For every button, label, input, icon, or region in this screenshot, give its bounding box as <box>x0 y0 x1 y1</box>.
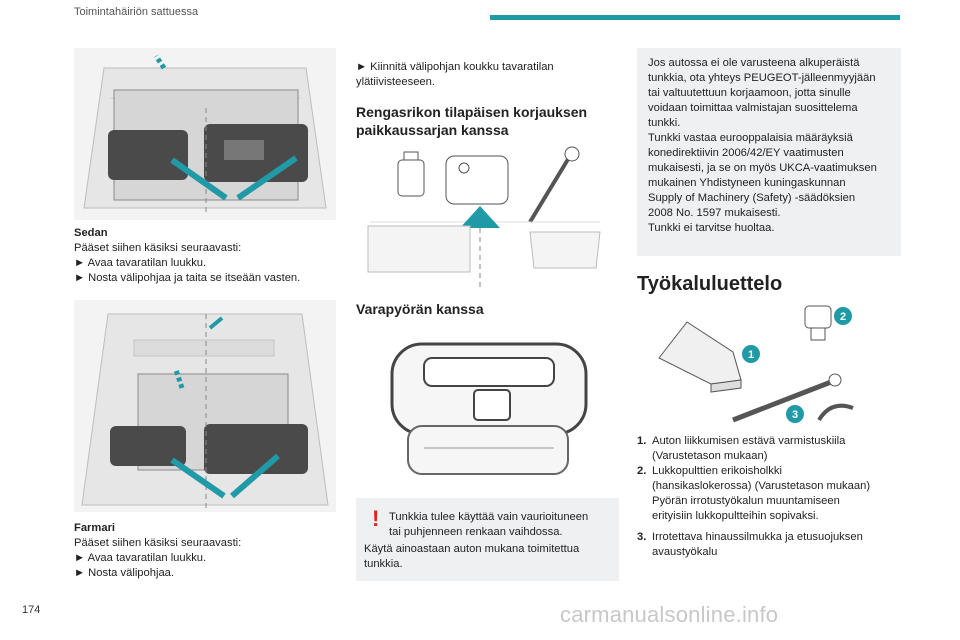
sedan-step-1: ► Avaa tavaratilan luukku. <box>74 257 207 269</box>
tool-text: (Varustetason mukaan) <box>652 450 768 462</box>
tool-text: Irrotettava hinaussilmukka ja etusuojuks… <box>652 531 863 543</box>
farmari-step-1: ► Avaa tavaratilan luukku. <box>74 552 207 564</box>
callout-2: 2 <box>840 311 846 323</box>
warning-line-3: Käytä ainoastaan auton mukana toimitettu… <box>364 543 580 555</box>
hook-step-line1: ► Kiinnitä välipohjan koukku tavaratilan <box>356 61 554 73</box>
tool-number: 2. <box>637 465 647 477</box>
page-number: 174 <box>22 604 41 616</box>
info-line: Tunkki vastaa eurooppalaisia määräyksiä <box>648 132 853 144</box>
farmari-title: Farmari <box>74 522 116 534</box>
tool-text: Auton liikkumisen estävä varmistuskiila <box>652 435 846 447</box>
info-line: Tunkki ei tarvitse huoltaa. <box>648 222 775 234</box>
info-line: 2008 No. 1597 mukaisesti. <box>648 207 781 219</box>
spare-wheel-heading: Varapyörän kanssa <box>356 301 484 317</box>
jack-info-box <box>637 48 901 256</box>
info-line: tunkki. <box>648 117 681 129</box>
repair-kit-heading-1: Rengasrikon tilapäisen korjauksen <box>356 104 588 120</box>
spare-wheel-illustration <box>390 342 588 475</box>
farmari-intro: Pääset siihen käsiksi seuraavasti: <box>74 537 242 549</box>
tools-heading: Työkaluluettelo <box>637 273 783 295</box>
warning-line-4: tunkkia. <box>364 558 403 570</box>
tool-item-1: 1. Auton liikkumisen estävä varmistuskii… <box>637 434 907 464</box>
callout-3: 3 <box>792 409 798 421</box>
info-line: mukainen Yhdistyneen kuningaskunnan <box>648 177 846 189</box>
tool-number: 3. <box>637 531 647 543</box>
info-line: voidaan toimittaa valmistajan suosittele… <box>648 102 858 114</box>
callout-1: 1 <box>748 349 754 361</box>
header-accent-bar <box>490 15 900 20</box>
tool-item-3: 3. Irrotettava hinaussilmukka ja etusuoj… <box>637 530 907 560</box>
info-line: Supply of Machinery (Safety) -säädöksien <box>648 192 856 204</box>
repair-kit-illustration <box>367 146 601 287</box>
tool-text: avaustyökalu <box>652 546 718 558</box>
repair-kit-heading-2: paikkaussarjan kanssa <box>356 122 509 138</box>
tool-text: erityisiin lukkopultteihin sopivaksi. <box>652 510 819 522</box>
tool-number: 1. <box>637 435 647 447</box>
warning-box <box>356 498 619 581</box>
section-title: Toimintahäiriön sattuessa <box>74 6 199 18</box>
farmari-step-2: ► Nosta välipohjaa. <box>74 567 175 579</box>
tool-text: (hansikaslokerossa) (Varustetason mukaan… <box>652 480 871 492</box>
tool-item-2: 2. Lukkopulttien erikoisholkki (hansikas… <box>637 464 907 524</box>
watermark: carmanualsonline.info <box>560 602 779 627</box>
info-line: tai valtuutettuun korjaamoon, jotta sinu… <box>648 87 851 99</box>
sedan-intro: Pääset siihen käsiksi seuraavasti: <box>74 242 242 254</box>
warning-line-2: tai puhjenneen renkaan vaihdossa. <box>389 526 563 538</box>
sedan-step-2: ► Nosta välipohjaa ja taita se itseään v… <box>74 272 301 284</box>
jack-info-text: Jos autossa ei ole varusteena alkuperäis… <box>648 56 877 236</box>
info-line: Jos autossa ei ole varusteena alkuperäis… <box>648 57 860 69</box>
exclamation-icon: ! <box>372 506 380 531</box>
warning-line-1: Tunkkia tulee käyttää vain vaurioituneen <box>389 511 589 523</box>
info-line: mukaisesti, ja se on myös UKCA-vaatimuks… <box>648 162 877 174</box>
sedan-title: Sedan <box>74 227 108 239</box>
farmari-trunk-illustration <box>74 300 336 512</box>
sedan-trunk-illustration <box>74 48 336 220</box>
info-line: konedirektiivin 2006/42/EY vaatimusten <box>648 147 844 159</box>
hook-step-line2: ylätiivisteeseen. <box>356 76 435 88</box>
tools-illustration: 1 2 3 <box>658 305 854 423</box>
tool-text: Lukkopulttien erikoisholkki <box>652 465 782 477</box>
info-line: tunkkia, ota yhteys PEUGEOT-jälleenmyyjä… <box>648 72 876 84</box>
tool-text: Pyörän irrotustyökalun muuntamiseen <box>652 495 840 507</box>
